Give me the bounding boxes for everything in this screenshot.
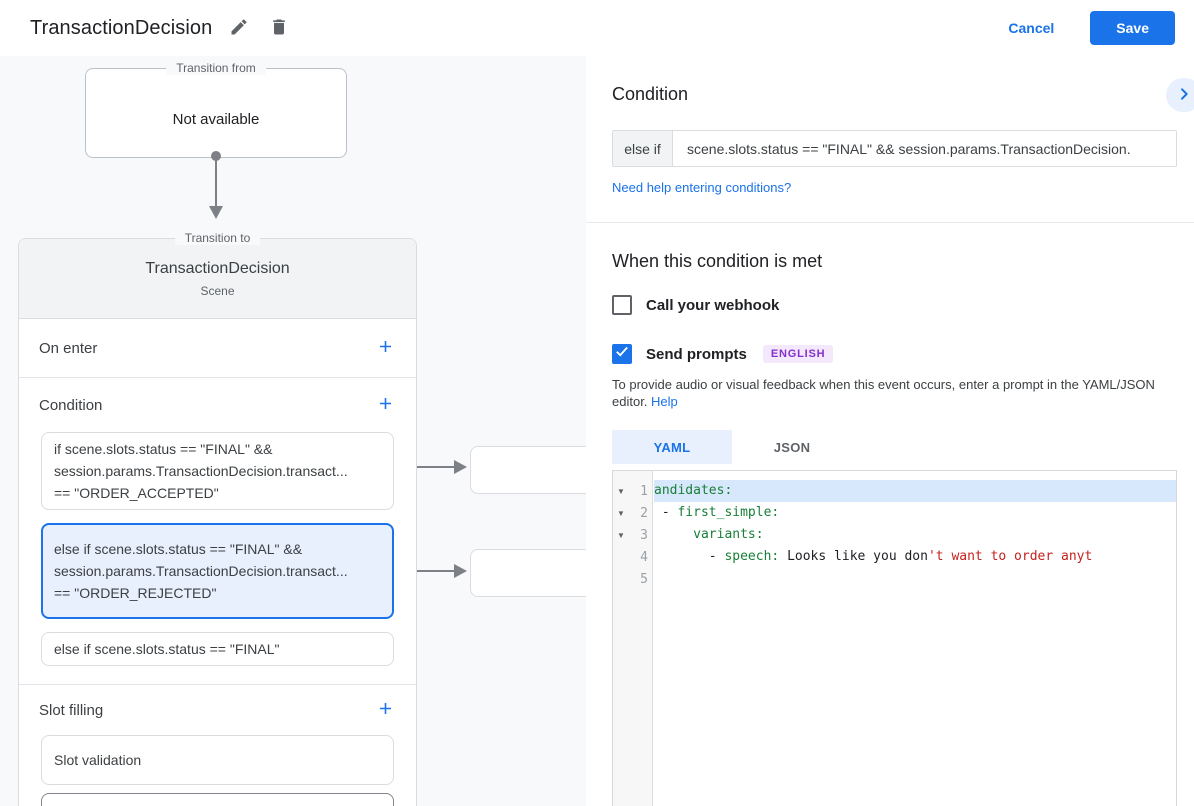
send-prompts-label: Send prompts [646, 345, 747, 363]
help-link[interactable]: Help [651, 394, 678, 409]
code-line[interactable] [654, 568, 1176, 590]
panel-title: Condition [612, 84, 689, 104]
edit-scene-button[interactable] [226, 15, 252, 41]
plus-icon [376, 337, 395, 359]
tab-json[interactable]: JSON [773, 439, 811, 455]
editor-code-area[interactable]: andidates: - first_simple: variants: - s… [654, 471, 1176, 806]
divider [19, 684, 416, 685]
condition-label: Condition [39, 396, 103, 414]
trash-icon [269, 17, 289, 40]
prompt-description: To provide audio or visual feedback when… [612, 376, 1164, 410]
transition-to-legend: Transition to [174, 231, 261, 245]
gutter-row: 4 [613, 546, 652, 568]
page-title: TransactionDecision [30, 16, 213, 39]
when-condition-met-title: When this condition is met [612, 251, 823, 271]
gutter-row: ▼2 [613, 502, 652, 524]
description-text: To provide audio or visual feedback when… [612, 377, 1155, 409]
line-number: 1 [640, 483, 648, 499]
transition-target-box-2[interactable] [470, 549, 586, 597]
gutter-row: ▼1 [613, 480, 652, 502]
clipped-card[interactable] [41, 793, 394, 806]
divider [19, 377, 416, 378]
add-slot-button[interactable] [372, 697, 398, 723]
transition-from-legend: Transition from [166, 61, 266, 75]
call-webhook-label: Call your webhook [646, 296, 780, 314]
call-webhook-checkbox[interactable] [612, 295, 632, 315]
on-enter-label: On enter [39, 339, 98, 357]
scene-card: Transition to TransactionDecision Scene … [18, 231, 417, 806]
condition-help-link[interactable]: Need help entering conditions? [612, 180, 792, 195]
save-button[interactable]: Save [1090, 11, 1175, 45]
scene-type-label: Scene [200, 284, 235, 298]
code-line[interactable]: andidates: [654, 480, 1176, 502]
condition-card[interactable]: else if scene.slots.status == "FINAL" &&… [41, 523, 394, 619]
slot-filling-section: Slot filling [19, 685, 416, 735]
plus-icon [376, 394, 395, 416]
condition-card[interactable]: else if scene.slots.status == "FINAL" [41, 632, 394, 666]
on-enter-section: On enter [19, 319, 416, 377]
add-on-enter-button[interactable] [372, 335, 398, 361]
slot-cards: Slot validation [19, 735, 416, 785]
condition-expression-input[interactable]: scene.slots.status == "FINAL" && session… [687, 140, 1131, 157]
send-prompts-checkbox[interactable] [612, 344, 632, 364]
cancel-button[interactable]: Cancel [1008, 20, 1055, 36]
editor-tabs: YAML JSON [612, 430, 852, 464]
slot-filling-label: Slot filling [39, 701, 104, 719]
language-badge: ENGLISH [762, 345, 834, 363]
scene-name: TransactionDecision [145, 260, 290, 277]
condition-card[interactable]: if scene.slots.status == "FINAL" &&sessi… [41, 432, 394, 510]
fold-arrow-icon[interactable]: ▼ [617, 486, 625, 496]
line-number: 3 [640, 527, 648, 543]
app-header: TransactionDecision Cancel Save [0, 0, 1194, 56]
divider [586, 222, 1194, 223]
scene-flow-canvas: Transition from Not available Transition… [0, 56, 586, 806]
line-number: 2 [640, 505, 648, 521]
condition-editor-panel: Condition else if scene.slots.status == … [586, 56, 1194, 806]
code-line[interactable]: - speech: Looks like you don't want to o… [654, 549, 1093, 564]
transition-from-value: Not available [172, 111, 260, 128]
chevron-right-icon [1176, 86, 1192, 105]
gutter-row: 5 [613, 568, 652, 590]
transition-target-box-1[interactable] [470, 446, 586, 494]
delete-scene-button[interactable] [266, 15, 292, 41]
collapse-panel-button[interactable] [1166, 78, 1194, 112]
code-line[interactable]: - first_simple: [654, 505, 780, 520]
condition-input-row: else if scene.slots.status == "FINAL" &&… [612, 130, 1177, 167]
webhook-row: Call your webhook [612, 295, 779, 315]
line-number: 4 [640, 549, 648, 565]
checkmark-icon [615, 345, 629, 364]
pencil-icon [229, 17, 249, 40]
condition-section: Condition [19, 378, 416, 432]
transition-from-box: Transition from Not available [85, 61, 347, 158]
code-line[interactable]: variants: [693, 527, 764, 542]
line-number: 5 [640, 571, 648, 587]
condition-prefix: else if [613, 131, 673, 166]
fold-arrow-icon[interactable]: ▼ [617, 508, 625, 518]
gutter-row: ▼3 [613, 524, 652, 546]
fold-arrow-icon[interactable]: ▼ [617, 530, 625, 540]
tab-yaml[interactable]: YAML [612, 430, 732, 464]
add-condition-button[interactable] [372, 392, 398, 418]
condition-cards: if scene.slots.status == "FINAL" &&sessi… [19, 432, 416, 666]
scene-header: TransactionDecision Scene [19, 239, 416, 319]
plus-icon [376, 699, 395, 721]
send-prompts-row: Send prompts ENGLISH [612, 344, 834, 364]
slot-card[interactable]: Slot validation [41, 735, 394, 785]
